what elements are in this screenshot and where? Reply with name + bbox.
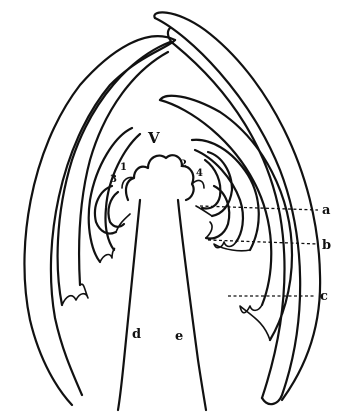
outer-leaf-left [24, 36, 175, 405]
label-d: d [132, 327, 141, 342]
label-primordium-3: 3 [110, 174, 117, 185]
label-c: c [320, 289, 328, 304]
central-stem [118, 200, 206, 410]
label-primordium-4: 4 [196, 168, 203, 179]
inner-leaf-left [95, 186, 130, 234]
label-b: b [322, 238, 331, 253]
inner-leaf-right-b [206, 186, 229, 238]
label-e: e [175, 329, 183, 344]
growing-apex [122, 155, 204, 200]
label-apex: V [147, 129, 160, 147]
label-primordium-1: 1 [120, 162, 127, 173]
label-primordium-2: 2 [180, 159, 187, 170]
label-a: a [322, 203, 331, 218]
